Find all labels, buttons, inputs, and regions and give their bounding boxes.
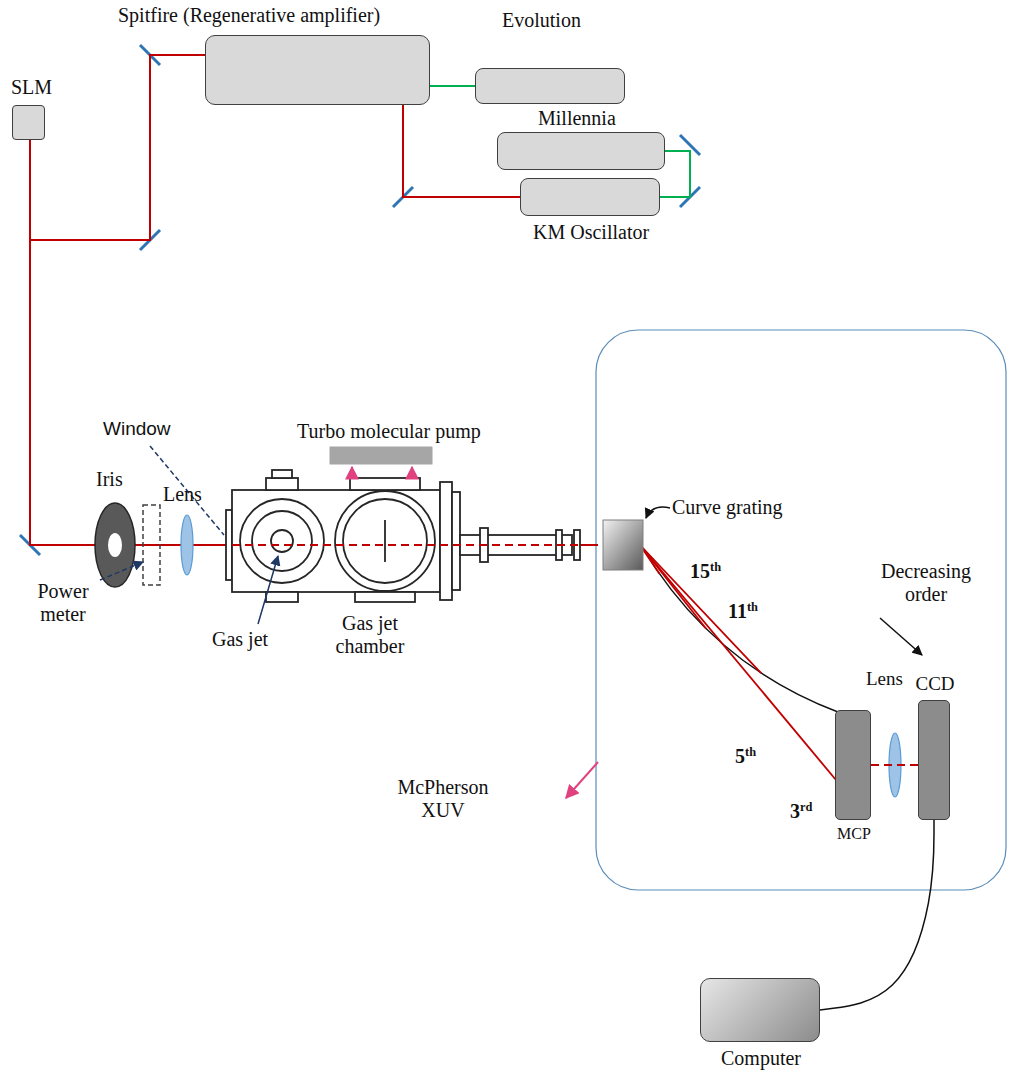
gas-jet-chamber xyxy=(266,478,298,490)
order-label: 15th xyxy=(690,560,721,583)
part-label: Window xyxy=(103,418,171,440)
part-label: Iris xyxy=(96,468,123,491)
gas-jet-chamber xyxy=(384,520,386,562)
leader-line xyxy=(150,446,224,535)
part-label: Gas jet xyxy=(212,628,268,651)
gas-jet-chamber xyxy=(440,482,452,600)
turbo-pump xyxy=(330,447,432,464)
part-label: Power meter xyxy=(18,580,108,626)
beam-connector xyxy=(30,55,205,240)
gas-jet-chamber xyxy=(232,490,440,592)
part-label: Lens xyxy=(866,668,903,690)
amplifier-box: Spitfire (Regenerative amplifier) xyxy=(205,35,430,105)
power-meter xyxy=(143,505,160,585)
part-label: Lens xyxy=(163,483,202,506)
beam-in-chamber xyxy=(232,544,590,546)
gas-jet-chamber xyxy=(335,491,435,591)
mirror xyxy=(20,45,700,555)
order-label: 11th xyxy=(728,600,758,623)
part-label: McPherson XUV xyxy=(388,776,498,822)
gas-jet-chamber xyxy=(226,470,580,602)
gas-jet-chamber xyxy=(272,470,292,478)
order-label: 3rd xyxy=(790,800,812,823)
oscillator-box: KM Oscillator xyxy=(520,178,660,216)
component-label: KM Oscillator xyxy=(533,221,649,244)
pump-laser-box: Millennia xyxy=(497,132,665,170)
gas-jet-chamber xyxy=(355,592,415,602)
diffracted-ray xyxy=(640,545,761,673)
computer-box: Computer xyxy=(700,978,820,1042)
part-label: Gas jet chamber xyxy=(322,612,418,658)
rowland-arc xyxy=(628,522,838,712)
beam-connector xyxy=(871,764,918,766)
part-label: Decreasing order xyxy=(870,560,982,606)
order-label: 5th xyxy=(735,745,756,768)
leader-line xyxy=(880,618,922,655)
mcp-detector: MCP xyxy=(835,710,871,820)
iris xyxy=(95,503,135,587)
part-label: Curve grating xyxy=(672,496,783,519)
component-label: CCD xyxy=(915,673,954,695)
part-label: Turbo molecular pump xyxy=(297,420,481,443)
pump-laser-box: Evolution xyxy=(475,68,625,104)
pump-arrow xyxy=(411,467,413,478)
slm-box: SLM xyxy=(12,105,45,140)
gas-jet-chamber xyxy=(240,499,324,583)
pump-arrow xyxy=(351,467,353,478)
beam-connector xyxy=(430,85,475,87)
ccd-camera: CCD xyxy=(918,700,950,820)
component-label: Millennia xyxy=(538,107,616,130)
laser-beam xyxy=(30,140,603,545)
diffracted-ray xyxy=(640,545,836,780)
lens xyxy=(181,515,193,575)
component-label: Computer xyxy=(721,1047,801,1070)
leader-line xyxy=(100,446,922,798)
iris xyxy=(108,533,122,557)
gas-jet-chamber xyxy=(266,592,298,602)
component-label: SLM xyxy=(11,76,52,99)
iris xyxy=(95,503,135,587)
leader-line xyxy=(646,507,670,518)
gas-jet-chamber xyxy=(343,499,427,583)
spectrometer-housing xyxy=(596,330,1006,890)
diffracted-ray xyxy=(640,545,836,780)
pump-arrow xyxy=(352,467,412,478)
component-label: Spitfire (Regenerative amplifier) xyxy=(118,4,380,27)
beam-connector xyxy=(820,820,934,1010)
leader-line xyxy=(100,562,143,580)
gas-jet-chamber xyxy=(252,511,312,571)
gas-jet-chamber xyxy=(350,478,420,490)
component-label: Evolution xyxy=(502,9,581,32)
gas-jet-chamber xyxy=(452,492,460,590)
laser-beam xyxy=(30,140,226,545)
component-label: MCP xyxy=(837,825,871,843)
leader-line xyxy=(566,762,598,798)
gas-jet-chamber xyxy=(271,530,293,552)
curved-grating xyxy=(603,520,643,570)
leader-line xyxy=(258,556,278,624)
